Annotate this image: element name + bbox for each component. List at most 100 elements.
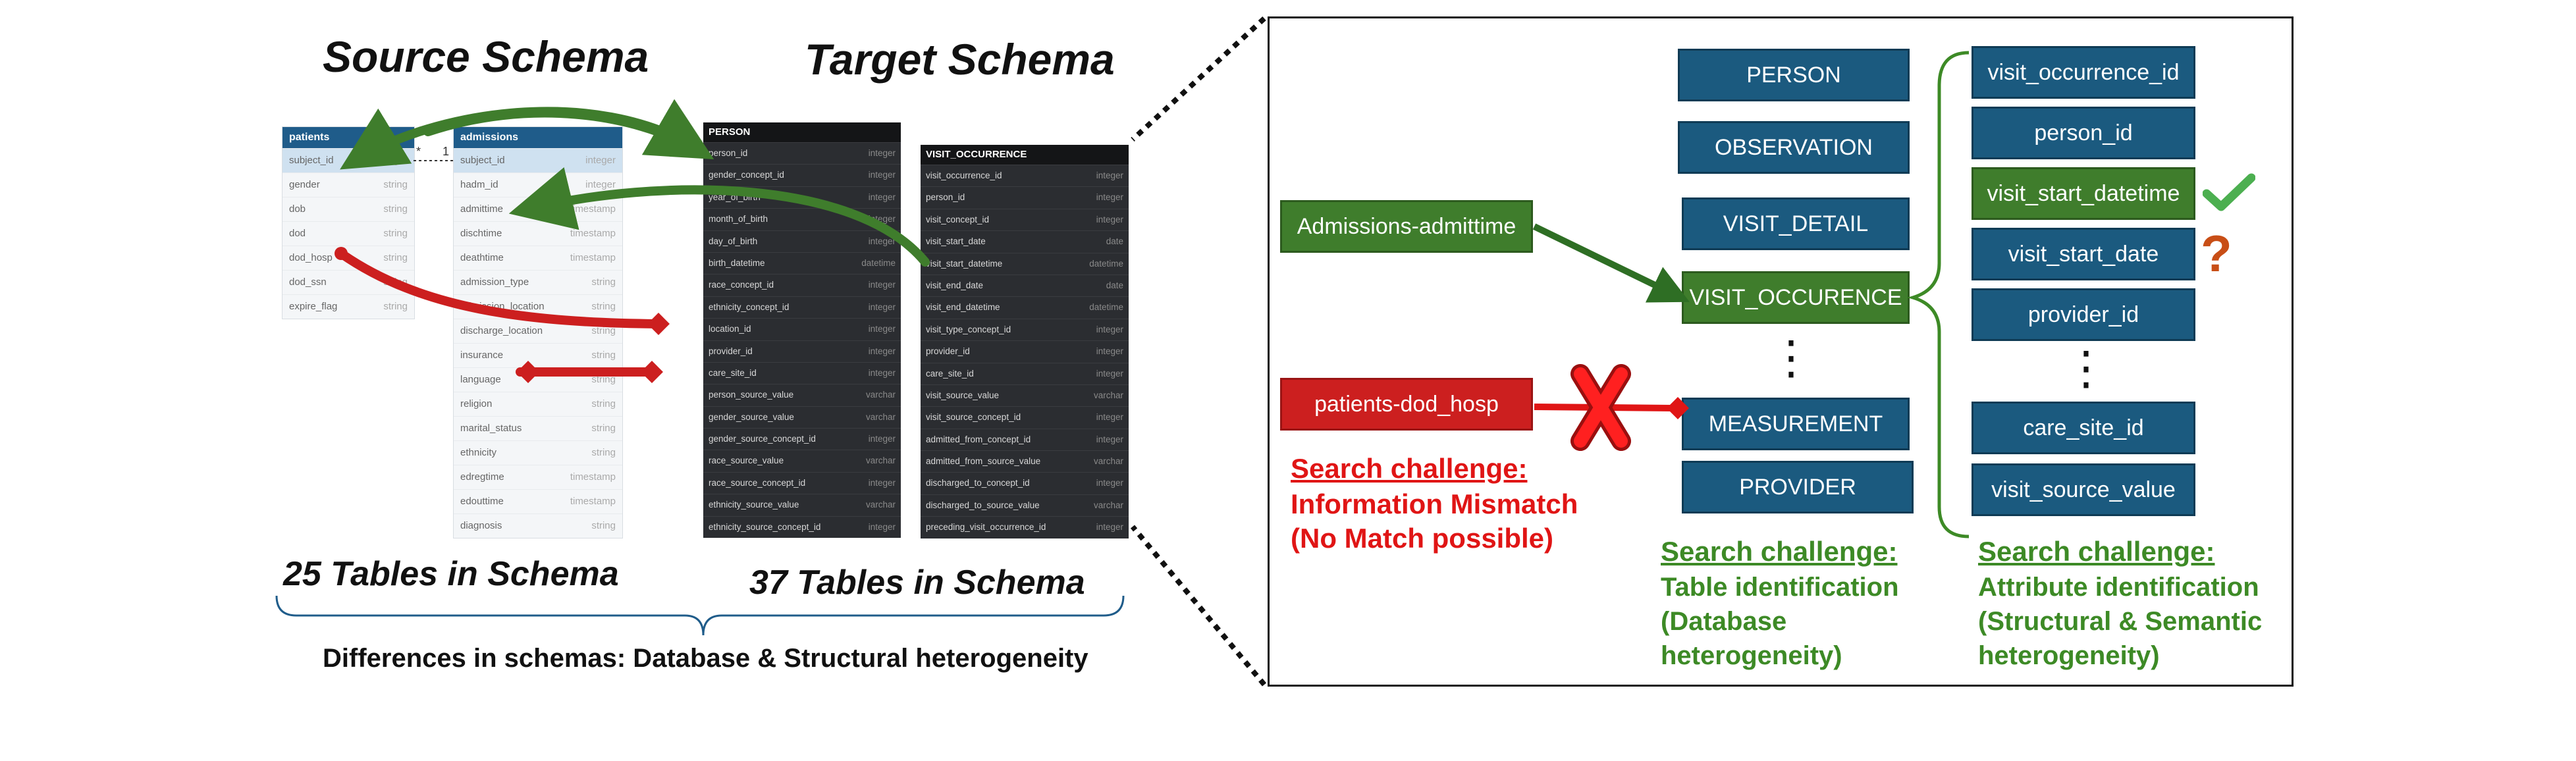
column-name: ethnicity [460, 447, 497, 458]
table-row: location_id integer [703, 318, 901, 340]
table-node-person: PERSON [1678, 49, 1910, 101]
column-type: integer [868, 214, 896, 224]
column-name: visit_concept_id [926, 214, 990, 224]
column-name: admission_type [460, 276, 529, 288]
column-name: marital_status [460, 423, 522, 434]
column-type: date [1106, 280, 1123, 290]
column-type: integer [868, 280, 896, 290]
attr-node-care-site-id: care_site_id [1972, 402, 2195, 454]
column-type: datetime [861, 257, 896, 268]
column-type: integer [868, 324, 896, 334]
column-type: datetime [1089, 258, 1123, 269]
column-type: string [383, 276, 408, 288]
visit-occurrence-table-title: VISIT_OCCURRENCE [921, 145, 1129, 165]
column-name: person_source_value [709, 390, 794, 400]
column-type: varchar [1093, 390, 1123, 400]
column-type: varchar [865, 500, 896, 510]
column-type: integer [585, 179, 616, 190]
column-type: varchar [865, 390, 896, 400]
table-node-provider: PROVIDER [1682, 461, 1914, 513]
column-type: string [591, 423, 616, 434]
column-name: race_concept_id [709, 280, 774, 290]
table-row: marital_status string [454, 416, 622, 440]
attr-node-visit-start-datetime: visit_start_datetime [1972, 167, 2195, 220]
column-name: gender [289, 179, 320, 190]
challenge-table-title: Search challenge: [1661, 536, 1898, 567]
column-name: dod_ssn [289, 276, 327, 288]
column-type: timestamp [570, 471, 616, 483]
column-type: varchar [1093, 456, 1123, 467]
table-ellipsis: ⋮ [1768, 332, 1814, 383]
source-node-admittime: Admissions-admittime [1280, 200, 1533, 253]
column-name: visit_start_datetime [926, 258, 1003, 269]
column-type: string [591, 520, 616, 531]
column-name: visit_end_date [926, 280, 984, 290]
column-name: insurance [460, 350, 504, 361]
column-type: integer [1096, 324, 1123, 334]
column-type: string [383, 179, 408, 190]
column-name: admitted_from_source_value [926, 456, 1041, 467]
column-type: string [591, 325, 616, 336]
column-type: integer [1096, 522, 1123, 533]
column-name: care_site_id [926, 368, 974, 379]
table-row: dod_ssn string [282, 270, 414, 294]
table-row: gender string [282, 172, 414, 197]
column-name: visit_type_concept_id [926, 324, 1011, 334]
column-name: ethnicity_concept_id [709, 302, 790, 312]
column-name: visit_source_concept_id [926, 412, 1021, 423]
column-name: race_source_value [709, 456, 784, 466]
source-table-count: 25 Tables in Schema [283, 555, 619, 593]
column-type: integer [1096, 478, 1123, 488]
column-type: timestamp [570, 203, 616, 215]
zoom-line-bottom [1130, 525, 1267, 687]
column-type: string [591, 398, 616, 409]
attr-node-visit-start-date: visit_start_date [1972, 228, 2195, 280]
challenge-attr-line2: (Structural & Semantic [1978, 607, 2263, 636]
challenge-attr-line1: Attribute identification [1978, 573, 2259, 602]
column-type: string [591, 374, 616, 385]
column-name: day_of_birth [709, 236, 758, 246]
zoom-line-top [1131, 16, 1266, 142]
column-name: location_id [709, 324, 751, 334]
column-name: birth_datetime [709, 257, 765, 268]
column-name: gender_concept_id [709, 170, 784, 180]
column-name: care_site_id [709, 367, 757, 378]
column-name: discharged_to_concept_id [926, 478, 1030, 488]
attr-node-visit-occurrence-id: visit_occurrence_id [1972, 46, 2195, 99]
attr-node-provider-id: provider_id [1972, 288, 2195, 341]
column-type: date [1106, 236, 1123, 247]
column-type: integer [868, 236, 896, 246]
table-row: admitted_from_source_value varchar [921, 450, 1129, 472]
table-row: visit_start_datetime datetime [921, 252, 1129, 275]
column-type: integer [1096, 434, 1123, 444]
column-name: dod [289, 228, 306, 239]
column-name: admission_location [460, 301, 545, 312]
column-type: integer [868, 302, 896, 312]
target-table-count: 37 Tables in Schema [749, 564, 1085, 602]
column-name: discharge_location [460, 325, 543, 336]
column-type: integer [868, 192, 896, 202]
column-type: integer [868, 346, 896, 356]
